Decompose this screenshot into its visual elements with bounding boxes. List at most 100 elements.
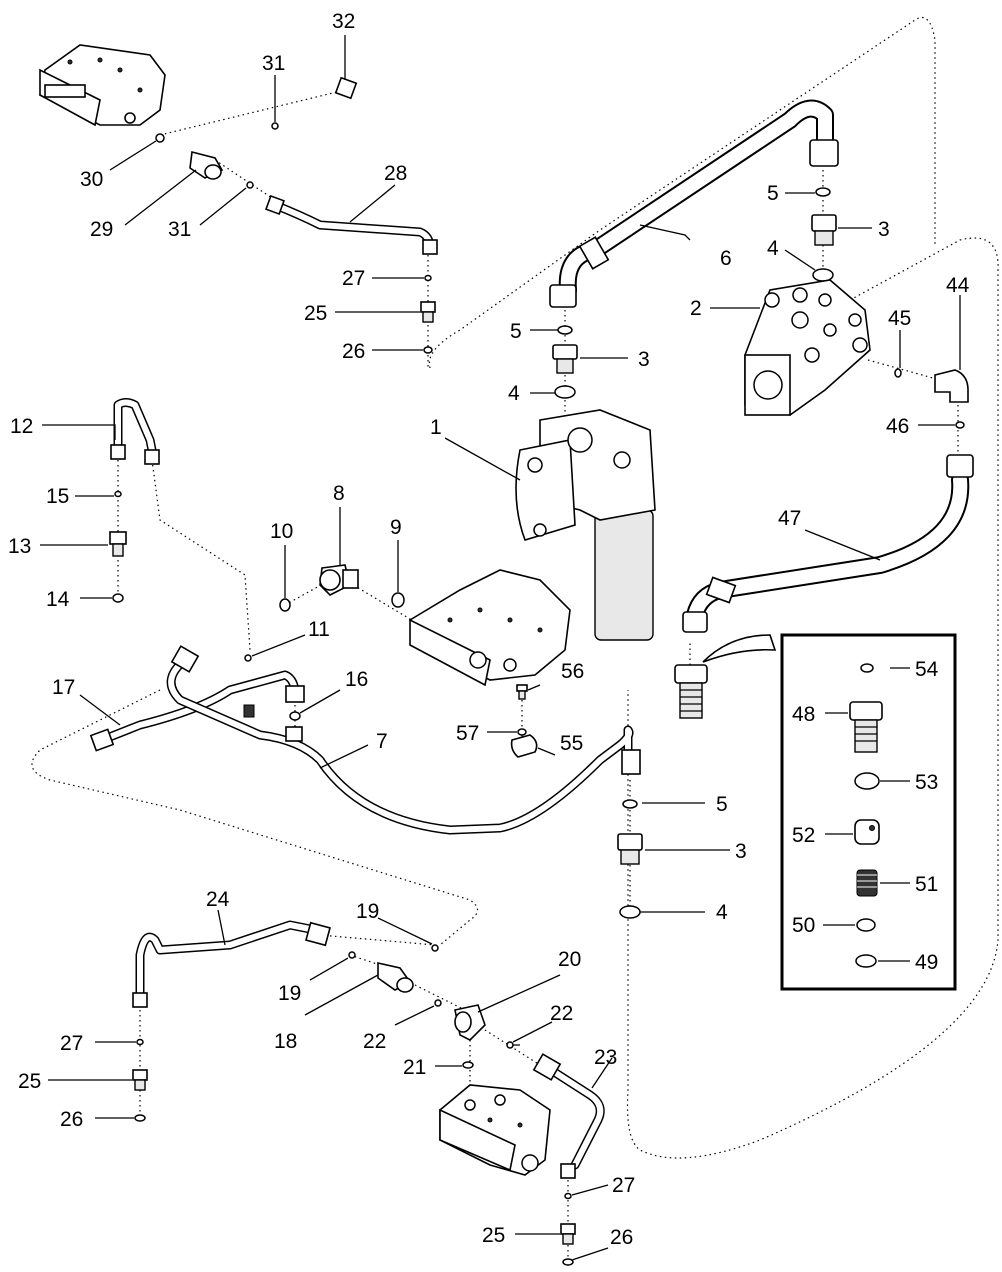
- o-ring-26-left: [134, 1114, 146, 1122]
- callout-44: 44: [946, 274, 970, 297]
- fitting-25-left: [132, 1069, 148, 1091]
- o-ring-22-b: [506, 1041, 514, 1049]
- callout-5-c: 5: [716, 793, 728, 816]
- o-ring-15: [114, 490, 122, 498]
- fitting-13: [109, 531, 127, 557]
- detail-callout-pointer: [702, 634, 777, 663]
- tube-17: [89, 670, 305, 752]
- callout-31-top: 31: [262, 52, 285, 75]
- relief-valve-48: [849, 701, 883, 753]
- callout-46: 46: [886, 415, 909, 438]
- o-ring-21: [462, 1061, 474, 1069]
- control-valve-top-left: [39, 44, 166, 127]
- callout-51: 51: [915, 873, 938, 896]
- callout-19-b: 19: [278, 982, 301, 1005]
- washer-57: [517, 728, 527, 736]
- adapter-3-b: [811, 214, 837, 246]
- washer-50: [856, 918, 876, 932]
- priority-valve-2: [744, 279, 871, 416]
- callout-27-left: 27: [60, 1032, 83, 1055]
- callout-7: 7: [376, 730, 388, 753]
- callout-30: 30: [80, 168, 103, 191]
- o-ring-27-left: [136, 1038, 144, 1046]
- tube-12: [110, 398, 160, 465]
- callout-4-a: 4: [508, 382, 520, 405]
- callout-26-left: 26: [60, 1108, 83, 1131]
- callout-57: 57: [456, 722, 479, 745]
- callout-9: 9: [390, 516, 402, 539]
- callout-6: 6: [720, 247, 732, 270]
- dotted-outline-right: [626, 237, 999, 1159]
- callout-22-b: 22: [550, 1002, 573, 1025]
- o-ring-5-a: [557, 325, 573, 335]
- o-ring-27-top: [424, 274, 432, 282]
- callout-23: 23: [594, 1046, 617, 1069]
- callout-25-top: 25: [304, 302, 327, 325]
- callout-54: 54: [915, 658, 939, 681]
- tube-24: [132, 920, 331, 1008]
- poppet-52: [854, 819, 880, 845]
- o-ring-45: [894, 368, 902, 378]
- callout-20: 20: [558, 948, 581, 971]
- callout-1: 1: [430, 416, 442, 439]
- callout-2: 2: [690, 297, 702, 320]
- o-ring-19-a: [431, 944, 439, 952]
- o-ring-14: [112, 593, 124, 603]
- callout-31-lower: 31: [168, 218, 191, 241]
- elbow-8: [319, 564, 359, 596]
- callout-27-top: 27: [342, 267, 365, 290]
- o-ring-26-bottom: [562, 1258, 574, 1266]
- o-ring-22-a: [434, 999, 442, 1007]
- callout-21: 21: [403, 1056, 426, 1079]
- o-ring-5-c: [622, 799, 638, 809]
- bolt-56: [516, 684, 528, 700]
- clamp-55: [510, 734, 538, 758]
- o-ring-11: [244, 654, 252, 662]
- o-ring-26-top: [423, 346, 433, 354]
- callout-56: 56: [561, 660, 584, 683]
- callout-27-bottom: 27: [612, 1174, 635, 1197]
- o-ring-9: [391, 592, 405, 608]
- callout-4-c: 4: [716, 901, 728, 924]
- o-ring-10: [279, 598, 291, 612]
- o-ring-5-b: [815, 187, 831, 197]
- nut-16: [285, 726, 303, 742]
- hose-6: [549, 99, 839, 308]
- callout-10: 10: [270, 520, 293, 543]
- o-ring-46: [955, 421, 965, 429]
- snap-ring-49: [855, 954, 877, 968]
- callout-26-bottom: 26: [610, 1226, 633, 1249]
- tube-7: [166, 645, 641, 835]
- spring-51: [856, 869, 878, 897]
- leader-lines: [40, 35, 961, 1261]
- o-ring-54: [860, 663, 874, 673]
- callout-55: 55: [560, 732, 583, 755]
- control-valve-bottom: [439, 1084, 551, 1176]
- o-ring-30: [155, 133, 165, 143]
- dotted-outline-left: [31, 689, 479, 946]
- callout-3-c: 3: [735, 840, 747, 863]
- o-ring-27-bottom: [564, 1192, 572, 1200]
- callout-16: 16: [345, 668, 368, 691]
- fitting-25-bottom: [560, 1223, 576, 1245]
- adapter-3-c: [617, 833, 643, 865]
- o-ring-31-top: [271, 122, 279, 130]
- callout-8: 8: [333, 482, 345, 505]
- callout-25-left: 25: [18, 1070, 41, 1093]
- adapter-3-a: [552, 344, 578, 374]
- o-ring-19-b: [348, 951, 356, 959]
- callout-5-b: 5: [767, 182, 779, 205]
- callout-14: 14: [46, 588, 70, 611]
- callout-50: 50: [792, 914, 815, 937]
- callout-11: 11: [308, 618, 330, 641]
- o-ring-53: [854, 772, 880, 790]
- nut-32: [334, 76, 358, 100]
- callout-22-a: 22: [363, 1030, 386, 1053]
- callout-52: 52: [792, 824, 815, 847]
- filter-assembly-1: [515, 409, 656, 641]
- callout-18: 18: [274, 1030, 297, 1053]
- o-ring-16: [289, 711, 301, 721]
- callout-25-bottom: 25: [482, 1224, 505, 1247]
- callout-53: 53: [915, 771, 938, 794]
